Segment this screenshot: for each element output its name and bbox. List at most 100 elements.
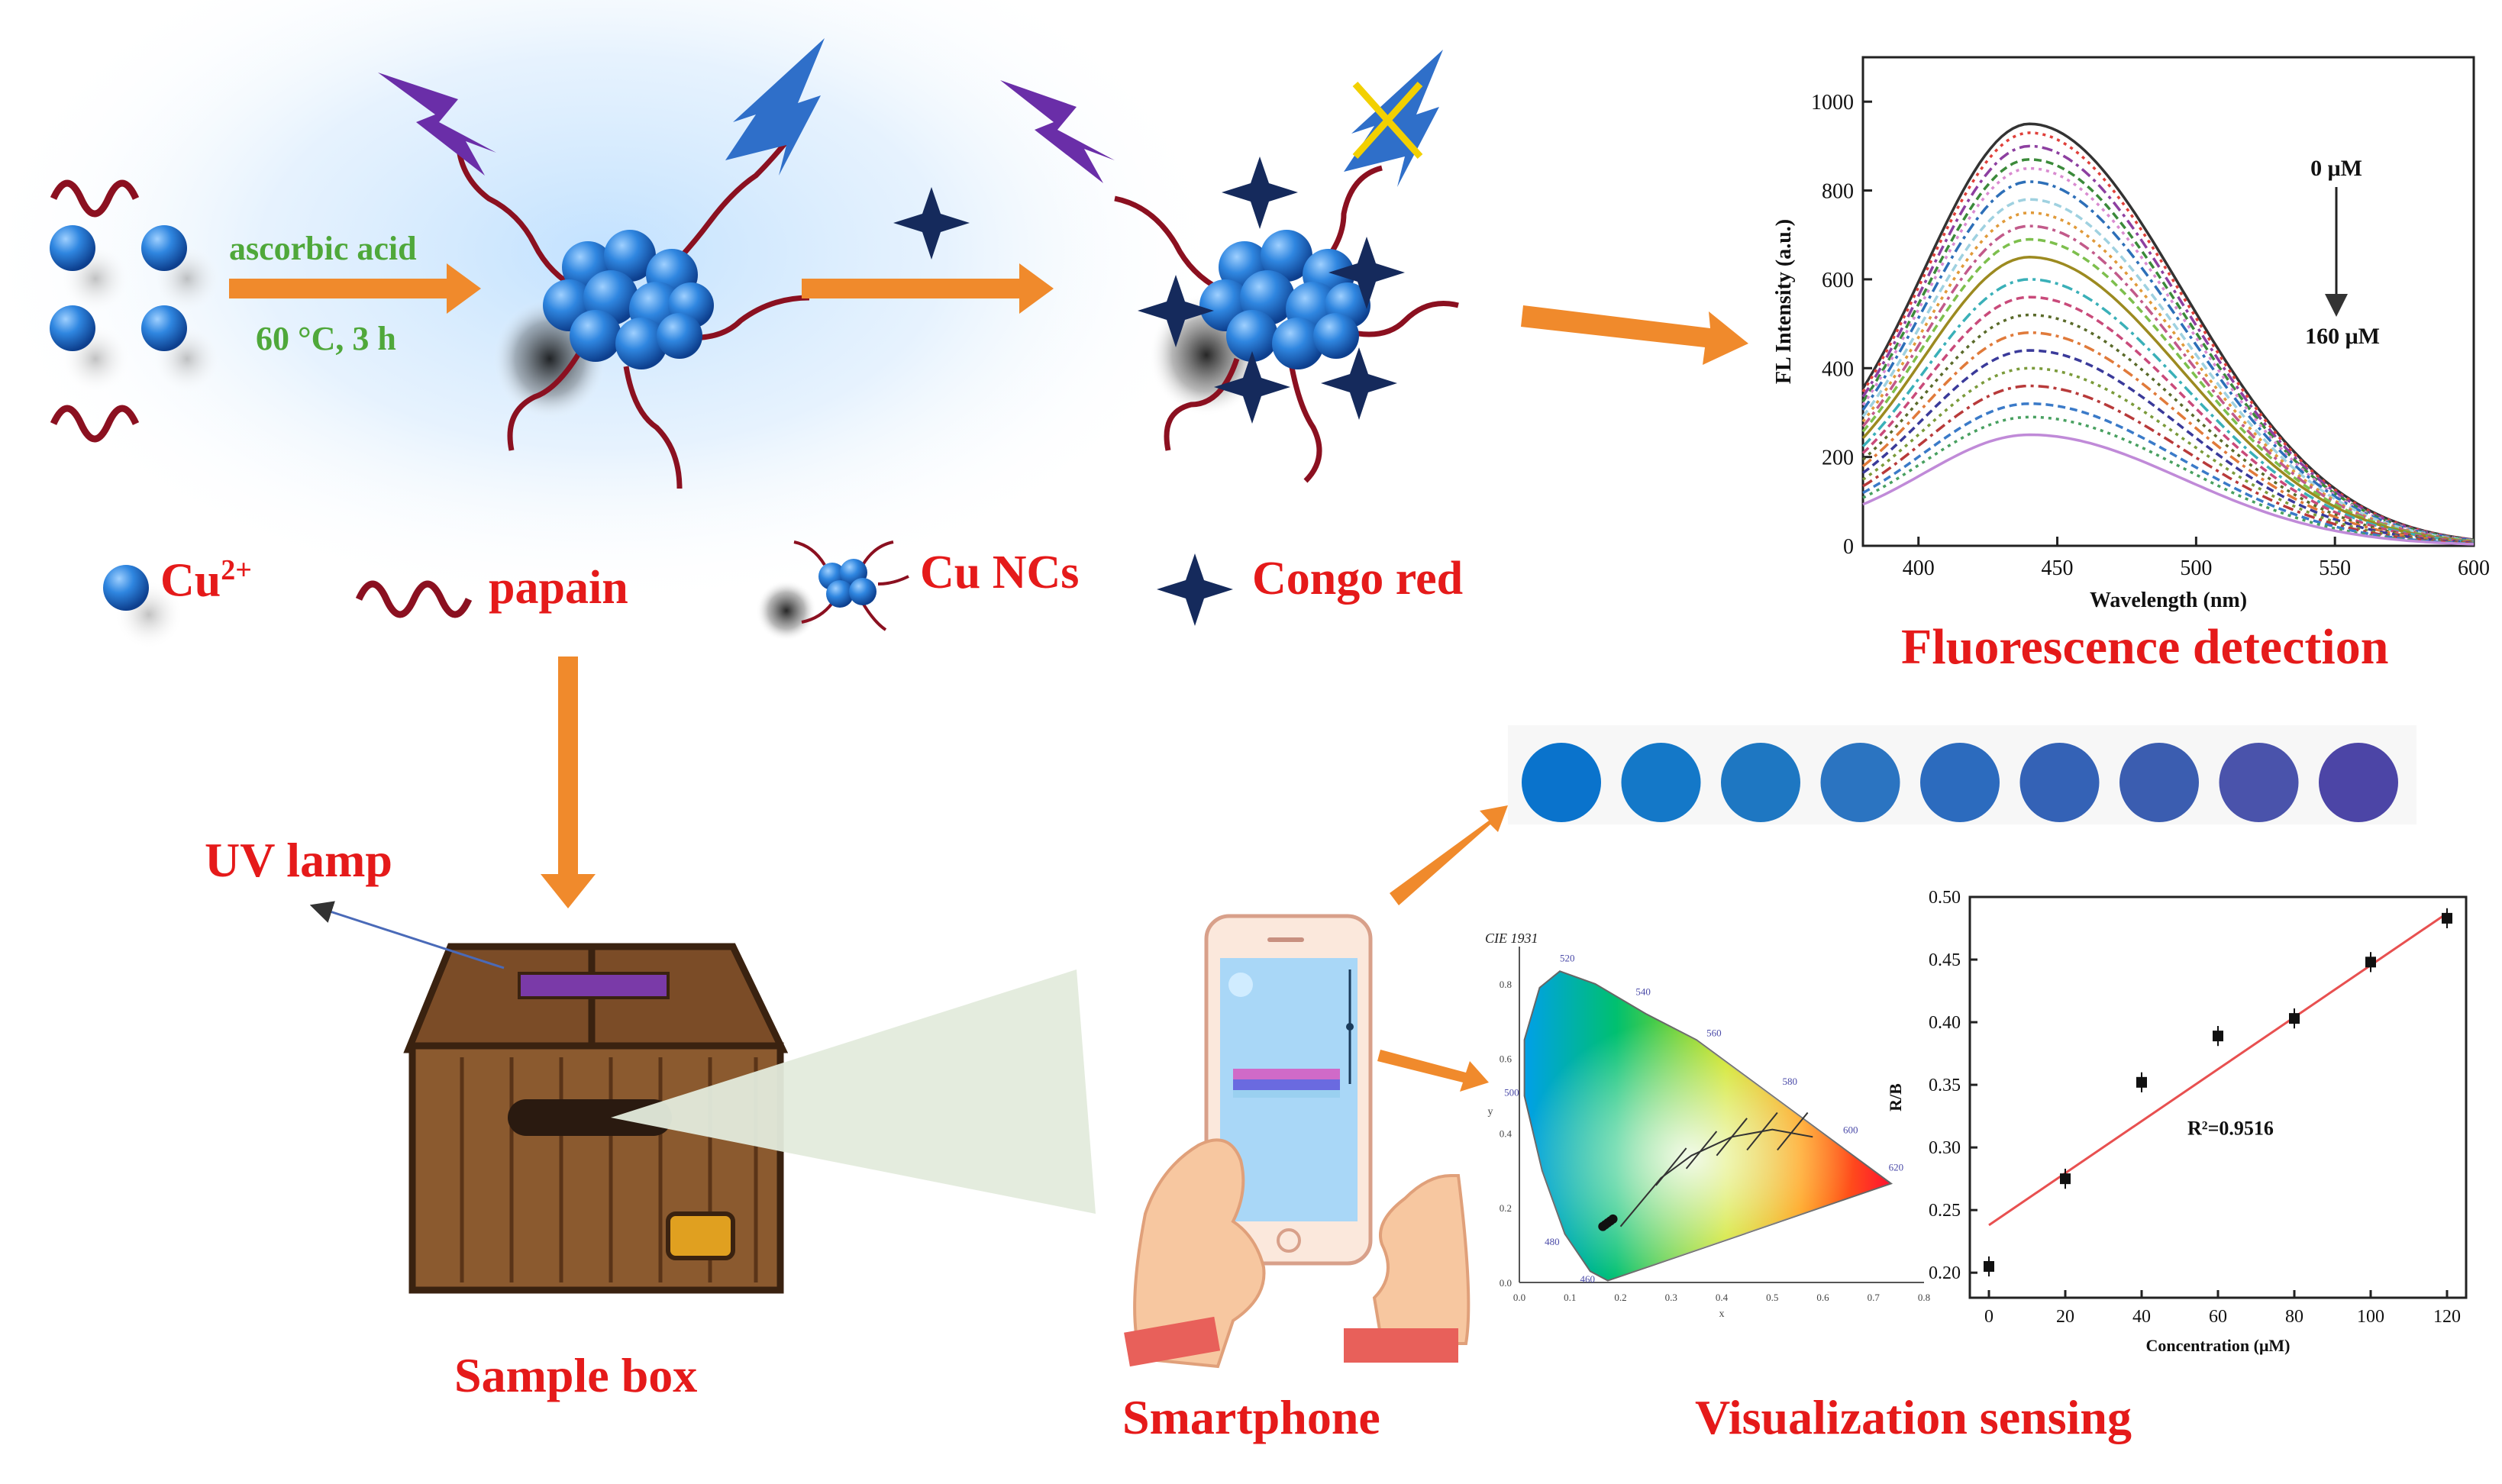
y-tick-label: 600 [1822,269,1854,292]
legend [103,540,1233,649]
isotherm-line [1685,1131,1718,1169]
spectrum-curve [1861,349,2475,545]
y-tick-label: 400 [1822,357,1854,381]
spectrum-curve [1861,313,2475,544]
color-swatch [1721,743,1800,822]
legend-cu-ncs-label: Cu NCs [920,547,1080,598]
cal-y-axis-label: R/B [1886,1083,1905,1111]
cie-x-tick-label: 0.5 [1766,1292,1778,1303]
papain-chain-icon [50,179,140,218]
cal-data-point [2060,1173,2071,1185]
legend-congo-red-icon [1157,553,1233,626]
cie-x-tick-label: 0.4 [1716,1292,1729,1303]
uv-pointer-arrow [309,901,505,969]
cal-x-axis-label: Concentration (μM) [2145,1336,2290,1355]
spectrum-curve [1861,131,2475,541]
cie-x-tick-label: 0.7 [1868,1292,1881,1303]
emission-light-icon [725,38,825,176]
cie-y-tick-label: 0.8 [1500,979,1512,990]
reagent-label: ascorbic acid [229,230,417,267]
cal-y-tick-label: 0.25 [1929,1201,1961,1221]
isotherm-line [1716,1118,1748,1157]
cie-y-tick-label: 0.4 [1500,1128,1512,1139]
cie-y-tick-label: 0.0 [1500,1277,1512,1289]
cie-whitepoint-glow [1524,971,1891,1281]
cie-wavelength-label: 460 [1580,1273,1596,1285]
cie-x-tick-label: 0.8 [1918,1292,1930,1303]
cie-y-label: y [1488,1106,1493,1118]
spectrum-curve [1861,166,2475,542]
cal-x-tick-label: 120 [2433,1307,2461,1327]
cie-title: CIE 1931 [1485,931,1538,946]
cu-ion-icon [50,225,95,271]
spectrum-curve [1861,237,2475,543]
cu-ions-group [50,179,221,443]
cie-x-tick-label: 0.3 [1665,1292,1677,1303]
cu-nanocluster-icon [455,120,810,489]
cu-ion-icon [50,305,95,351]
spectrum-curve [1862,366,2475,545]
y-axis-label: FL Intensity (a.u.) [1772,219,1796,384]
cal-y-tick-label: 0.30 [1929,1138,1961,1158]
synthesis-arrow [229,263,481,314]
spectrum-curve [1861,295,2475,544]
y-tick-label: 0 [1843,535,1854,559]
spectrum-curve [1862,433,2475,546]
cal-y-tick-label: 0.35 [1929,1076,1961,1095]
spectrum-curve [1861,122,2475,541]
spectrum-curve [1862,415,2475,546]
cie-wavelength-label: 520 [1560,953,1575,964]
legend-papain-icon [355,580,473,618]
cu-ion-icon [141,225,187,271]
cal-x-tick-label: 80 [2285,1307,2303,1327]
sample-box-label: Sample box [454,1348,698,1402]
quenched-nanocluster-icon [1114,156,1459,483]
color-swatch [2119,743,2199,822]
legend-cu-label: Cu2+ [160,553,252,608]
box-label-tag [666,1211,735,1260]
color-swatch [2219,743,2299,822]
x-tick-label: 500 [2180,556,2212,580]
annotation-160um: 160 μM [2305,324,2380,349]
phone-test-strip [1233,1069,1340,1098]
spectrum-curve [1861,256,2475,544]
x-tick-label: 600 [2458,556,2490,580]
cal-data-point [2213,1031,2223,1042]
isotherm-line [1655,1147,1687,1186]
cie-y-tick-label: 0.2 [1500,1202,1512,1214]
legend-cu-ion-icon [103,565,149,611]
cal-plot-frame [1968,895,2468,1299]
cu-charge: 2+ [221,554,252,586]
conditions-label: 60 °C, 3 h [256,320,396,357]
cie-wavelength-label: 480 [1545,1236,1560,1247]
down-arrow [541,657,596,908]
y-tick-label: 200 [1822,447,1854,470]
cal-data-point [2136,1076,2147,1088]
uv-lamp-label: UV lamp [205,833,392,887]
y-tick-label: 1000 [1811,91,1854,115]
cie-x-label: x [1719,1308,1725,1320]
cal-x-tick-label: 0 [1984,1307,1994,1327]
fluorescence-detection-label: Fluorescence detection [1901,619,2389,675]
x-axis-label: Wavelength (nm) [2090,589,2247,612]
cu-symbol: Cu [160,554,221,607]
color-swatches [1522,743,2398,822]
isotherm-line [1746,1111,1778,1151]
light-cone [611,969,1096,1214]
color-swatch [1522,743,1601,822]
cie-wavelength-label: 540 [1635,986,1651,998]
cie-x-tick-label: 0.2 [1614,1292,1626,1303]
planckian-locus [1619,1128,1813,1228]
cie-x-tick-label: 0.6 [1816,1292,1829,1303]
annotation-0um: 0 μM [2310,156,2362,181]
quench-cross-icon [1352,81,1423,160]
cal-y-tick-label: 0.20 [1929,1263,1961,1283]
cal-x-tick-label: 60 [2209,1307,2227,1327]
x-tick-label: 400 [1903,556,1935,580]
color-swatch [1920,743,2000,822]
x-tick-label: 550 [2319,556,2351,580]
sample-slot [508,1099,672,1136]
